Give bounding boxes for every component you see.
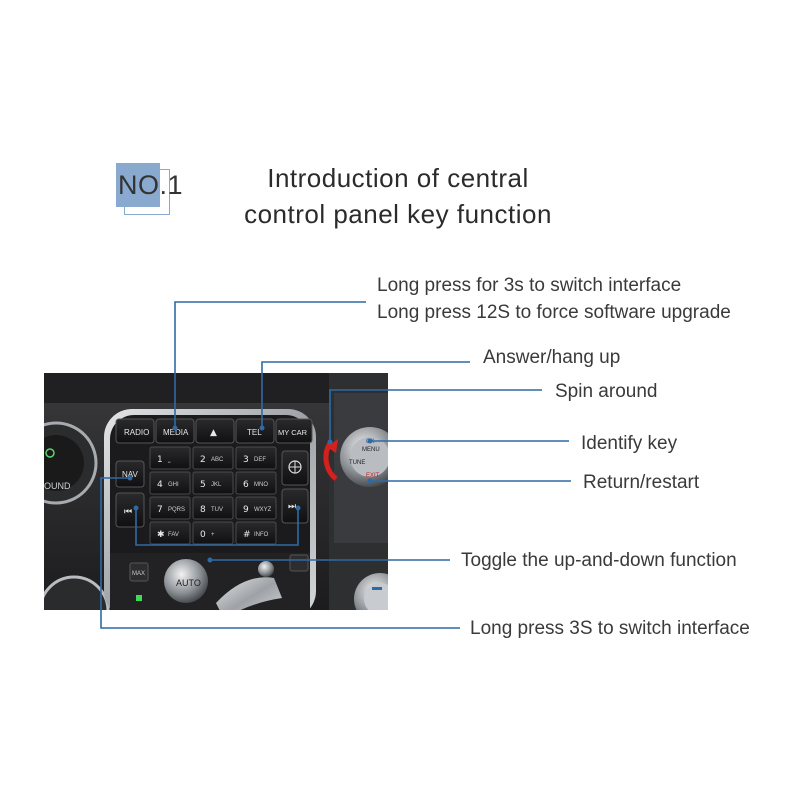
section-badge: NO.1 [116, 163, 184, 215]
keypad-digit: # [243, 530, 251, 540]
keypad-digit: 1 [157, 455, 163, 465]
keypad-letters: TUV [211, 507, 223, 513]
exit-label: EXIT [366, 473, 380, 479]
keypad-key [192, 471, 234, 495]
label-long-press-3s: Long press for 3s to switch interface [377, 275, 682, 296]
keypad-digit: 8 [200, 505, 206, 515]
keypad-digit: 9 [243, 505, 249, 515]
keypad-key [235, 521, 277, 545]
keypad-letters: ⎵ [168, 457, 171, 463]
menu-label: MENU [362, 447, 380, 453]
media-key: MEDIA [163, 428, 189, 437]
radio-key: RADIO [124, 428, 149, 437]
keypad-digit: 5 [200, 480, 206, 490]
title-line-2: control panel key function [244, 199, 552, 229]
keypad-letters: + [211, 532, 215, 538]
keypad-key [192, 521, 234, 545]
keypad-key [149, 471, 191, 495]
tune-label: TUNE [349, 460, 365, 466]
keypad-key [235, 446, 277, 470]
keypad-key [149, 521, 191, 545]
keypad-key [192, 496, 234, 520]
auto-label: AUTO [176, 578, 201, 588]
keypad-letters: INFO [254, 532, 269, 538]
keypad-letters: JKL [211, 482, 222, 488]
label-toggle-up-down: Toggle the up-and-down function [461, 550, 737, 571]
keypad-key [149, 496, 191, 520]
keypad-letters: MNO [254, 482, 268, 488]
tel-key: TEL [247, 428, 262, 437]
label-answer-hang-up: Answer/hang up [483, 347, 621, 368]
badge-outline [124, 169, 170, 215]
label-long-press-3s-nav: Long press 3S to switch interface [470, 618, 750, 639]
badge-square [116, 163, 160, 207]
keypad-letters: FAV [168, 532, 179, 538]
svg-text:⏭: ⏭ [288, 502, 296, 512]
label-long-press-12s: Long press 12S to force software upgrade [377, 302, 731, 323]
keypad-letters: ABC [211, 457, 224, 463]
keypad-key [192, 446, 234, 470]
keypad-digit: 6 [243, 480, 249, 490]
keypad: 1 ⎵ 2 ABC 3 DEF 4 GHI 5 JKL 6 MNO 7 PQRS 8 TUV 9 WXYZ ✱FAV… [149, 446, 277, 545]
keypad-digit: 0 [200, 530, 206, 540]
svg-text:⏮: ⏮ [124, 507, 132, 517]
keypad-digit: 4 [157, 480, 163, 490]
keypad-digit: ✱ [157, 530, 165, 540]
mycar-key: MY CAR [278, 428, 308, 437]
keypad-key [235, 496, 277, 520]
label-identify-key: Identify key [581, 433, 678, 454]
page-title: Introduction of central control panel ke… [200, 160, 596, 232]
eject-key: ▲ [210, 428, 217, 438]
keypad-digit: 3 [243, 455, 249, 465]
label-return-restart: Return/restart [583, 472, 700, 493]
keypad-key [235, 471, 277, 495]
badge-text: NO.1 [118, 170, 184, 200]
keypad-key [149, 446, 191, 470]
nav-key: NAV [122, 470, 139, 479]
keypad-letters: WXYZ [254, 507, 272, 513]
keypad-letters: DEF [254, 457, 266, 463]
keypad-digit: 2 [200, 455, 206, 465]
max-label: MAX [132, 571, 145, 577]
ound-label: OUND [44, 481, 71, 491]
keypad-digit: 7 [157, 505, 163, 515]
keypad-letters: GHI [168, 482, 179, 488]
title-line-1: Introduction of central [267, 163, 529, 193]
label-spin-around: Spin around [555, 381, 658, 402]
keypad-letters: PQRS [168, 507, 185, 513]
